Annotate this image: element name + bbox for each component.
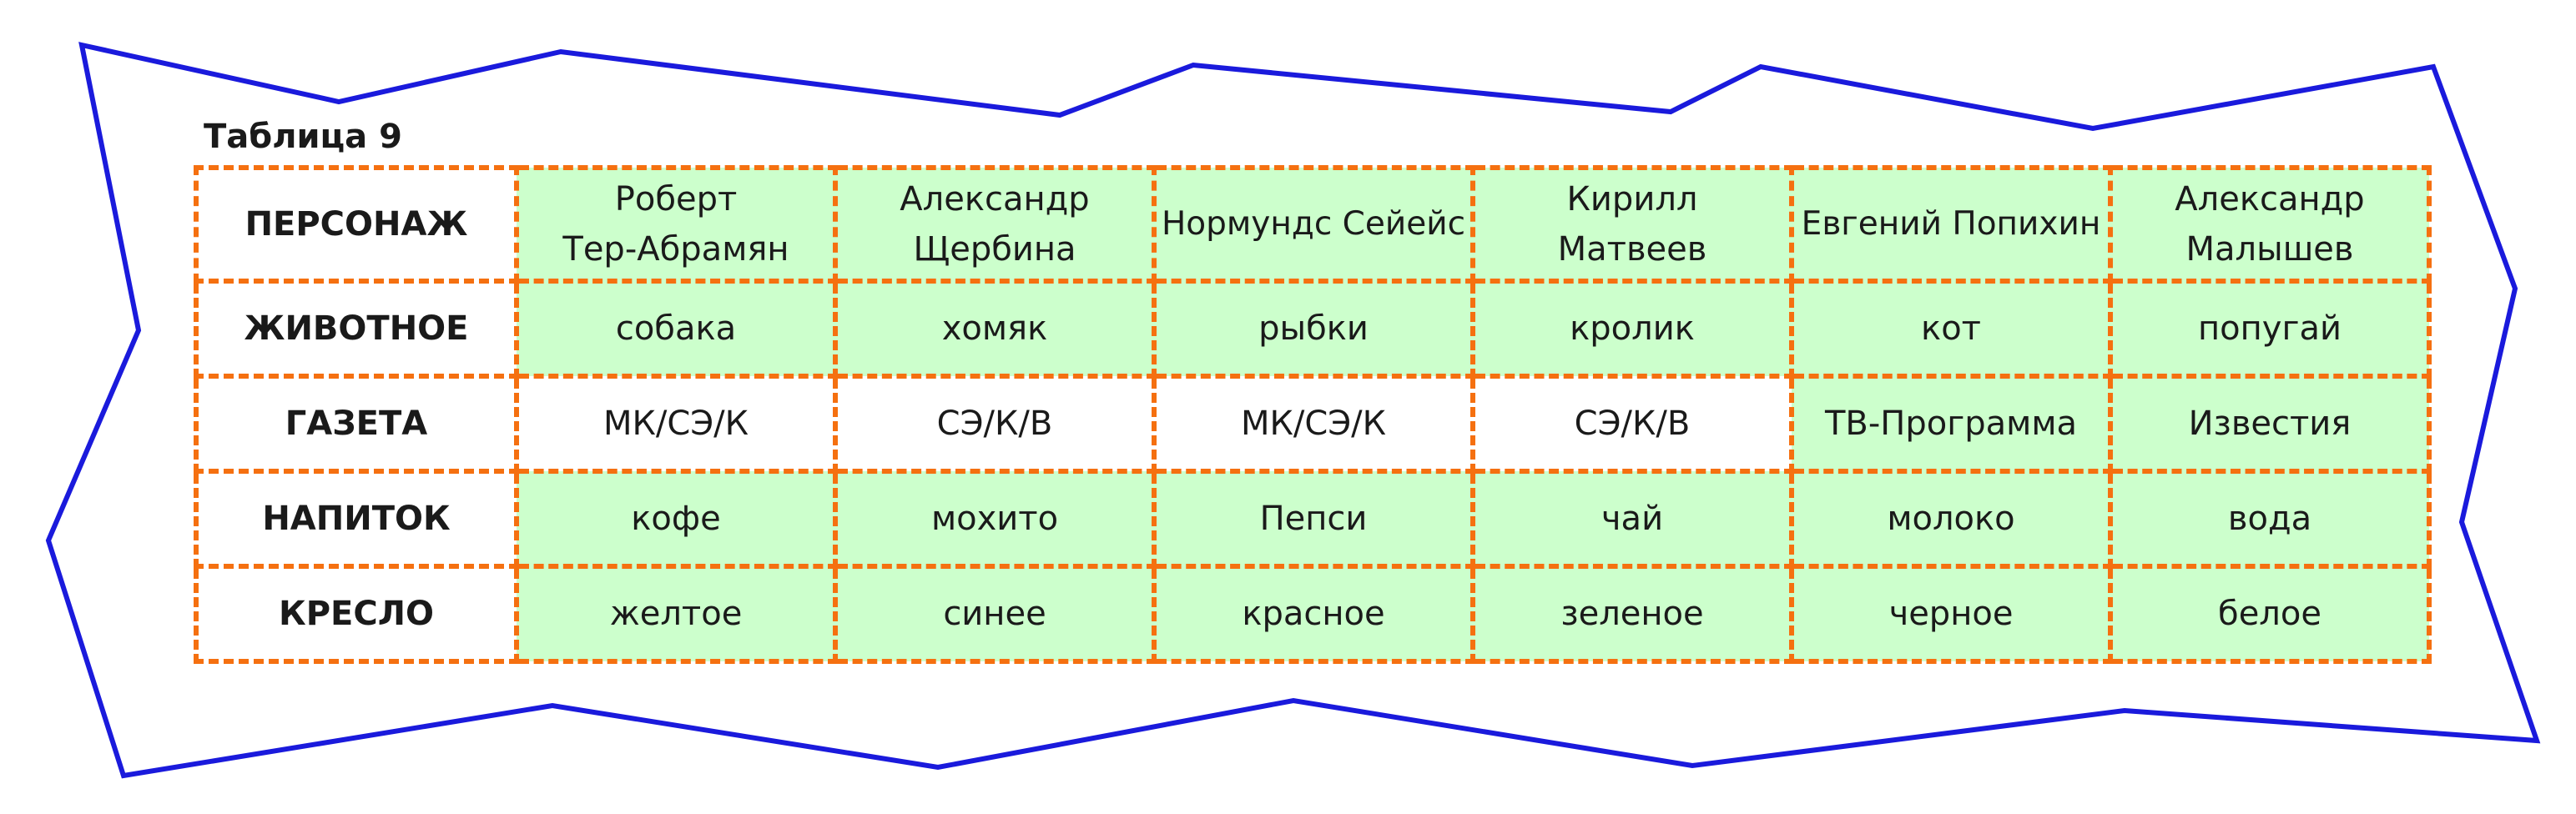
chair-cell: белое bbox=[2108, 564, 2432, 664]
table-row: НАПИТОК кофе мохито Пепси чай молоко вод… bbox=[194, 469, 2432, 569]
animal-cell: попугай bbox=[2108, 279, 2432, 379]
chair-cell: зеленое bbox=[1470, 564, 1794, 664]
character-last-name: Малышев bbox=[2185, 230, 2354, 269]
frame-outline bbox=[45, 42, 2541, 779]
newspaper-cell: Известия bbox=[2108, 374, 2432, 474]
drink-cell: кофе bbox=[514, 469, 838, 569]
drink-cell: чай bbox=[1470, 469, 1794, 569]
newspaper-cell: ТВ-Программа bbox=[1789, 374, 2113, 474]
table-row: КРЕСЛО желтое синее красное зеленое черн… bbox=[194, 564, 2432, 664]
row-header-character: ПЕРСОНАЖ bbox=[194, 165, 519, 284]
character-full-name: Нормундс Сейейс bbox=[1161, 205, 1466, 243]
table-row: ЖИВОТНОЕ собака хомяк рыбки кролик кот п… bbox=[194, 279, 2432, 379]
animal-cell: рыбки bbox=[1152, 279, 1475, 379]
character-first-name: Роберт bbox=[614, 180, 738, 219]
chair-cell: желтое bbox=[514, 564, 838, 664]
animal-cell: собака bbox=[514, 279, 838, 379]
character-last-name: Матвеев bbox=[1557, 230, 1707, 269]
chair-cell: синее bbox=[833, 564, 1157, 664]
character-cell: Евгений Попихин bbox=[1789, 165, 2113, 284]
character-last-name: Щербина bbox=[913, 230, 1076, 269]
table-title: Таблица 9 bbox=[204, 118, 402, 156]
character-cell: Нормундс Сейейс bbox=[1152, 165, 1475, 284]
drink-cell: молоко bbox=[1789, 469, 2113, 569]
row-header-drink: НАПИТОК bbox=[194, 469, 519, 569]
newspaper-cell: МК/СЭ/К bbox=[1152, 374, 1475, 474]
character-full-name: Евгений Попихин bbox=[1801, 205, 2101, 243]
character-first-name: Кирилл bbox=[1566, 180, 1698, 219]
character-first-name: Александр bbox=[2175, 180, 2365, 219]
row-header-animal: ЖИВОТНОЕ bbox=[194, 279, 519, 379]
chair-cell: черное bbox=[1789, 564, 2113, 664]
character-last-name: Тер-Абрамян bbox=[562, 230, 789, 269]
row-header-chair: КРЕСЛО bbox=[194, 564, 519, 664]
character-first-name: Александр bbox=[900, 180, 1090, 219]
animal-cell: кот bbox=[1789, 279, 2113, 379]
drink-cell: Пепси bbox=[1152, 469, 1475, 569]
drink-cell: мохито bbox=[833, 469, 1157, 569]
chair-cell: красное bbox=[1152, 564, 1475, 664]
newspaper-cell: СЭ/К/В bbox=[833, 374, 1157, 474]
animal-cell: кролик bbox=[1470, 279, 1794, 379]
table-row: ГАЗЕТА МК/СЭ/К СЭ/К/В МК/СЭ/К СЭ/К/В ТВ-… bbox=[194, 374, 2432, 474]
row-header-newspaper: ГАЗЕТА bbox=[194, 374, 519, 474]
drink-cell: вода bbox=[2108, 469, 2432, 569]
newspaper-cell: СЭ/К/В bbox=[1470, 374, 1794, 474]
animal-cell: хомяк bbox=[833, 279, 1157, 379]
newspaper-cell: МК/СЭ/К bbox=[514, 374, 838, 474]
